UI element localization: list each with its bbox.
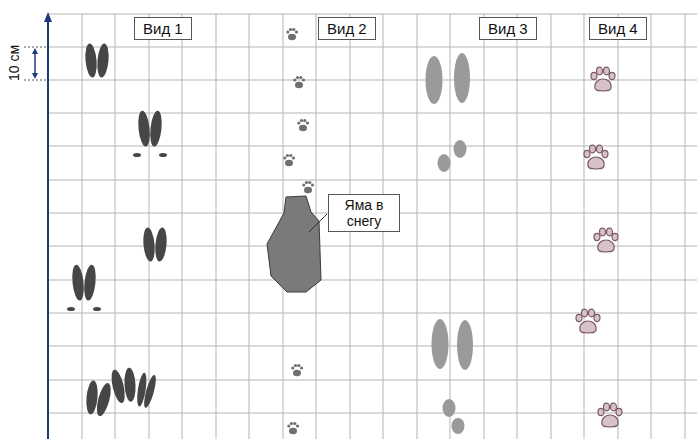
scale-bar: [24, 47, 48, 80]
axis: [44, 12, 52, 439]
box-text: Вид 3: [488, 20, 528, 37]
snow-pit: [267, 196, 327, 292]
grid: [48, 14, 697, 439]
species-box: Вид 2: [318, 17, 376, 40]
dimension-label: 10 см: [6, 45, 22, 81]
species-box: Вид 1: [134, 17, 192, 40]
box-text: Вид 2: [327, 20, 367, 37]
box-text: Вид 1: [143, 20, 183, 37]
hoof-tracks: [67, 43, 168, 418]
box-text: Вид 4: [598, 20, 638, 37]
cat-paw-tracks: [576, 67, 622, 427]
hare-tracks: [426, 53, 474, 434]
callout-box: Яма в снегу: [328, 194, 400, 232]
species-box: Вид 3: [479, 17, 537, 40]
species-box: Вид 4: [589, 17, 647, 40]
box-text: Яма в снегу: [337, 197, 391, 229]
